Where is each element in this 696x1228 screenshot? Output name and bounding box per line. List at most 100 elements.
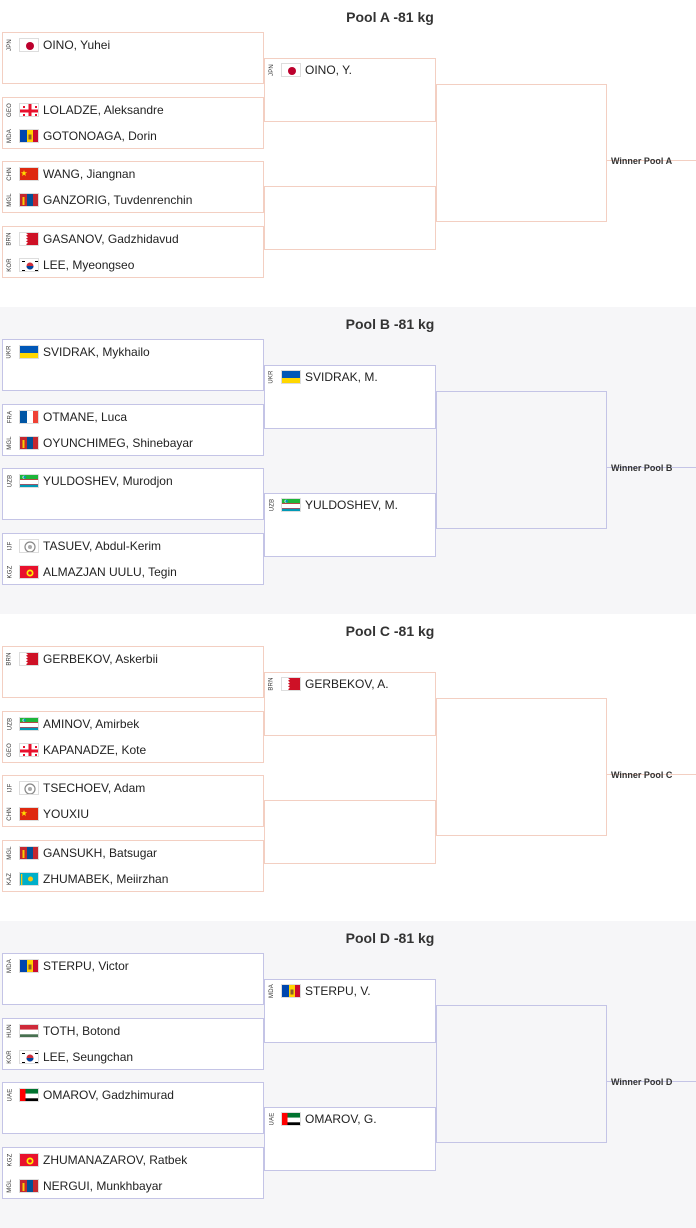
athlete-name[interactable]: SVIDRAK, Mykhailo (43, 345, 150, 359)
athlete-name[interactable]: GASANOV, Gadzhidavud (43, 231, 179, 246)
round2-match[interactable] (264, 800, 436, 864)
athlete-name[interactable]: TASUEV, Abdul-Kerim (43, 538, 162, 553)
athlete-name[interactable]: OINO, Y. (305, 63, 352, 77)
kgz-flag-icon (19, 564, 39, 579)
mda-flag-icon (19, 128, 39, 143)
country-code: KGZ (7, 1153, 13, 1166)
athlete-name[interactable]: TOTH, Botond (43, 1023, 121, 1038)
athlete-name[interactable]: ZHUMABEK, Meiirzhan (43, 871, 169, 886)
round2-match[interactable]: JPN OINO, Y. (264, 58, 436, 122)
athlete-name[interactable]: GANZORIG, Tuvdenrenchin (43, 193, 193, 207)
athlete-name[interactable]: KAPANADZE, Kote (43, 742, 147, 757)
athlete-name[interactable]: AMINOV, Amirbek (43, 716, 140, 731)
athlete-name[interactable]: OYUNCHIMEG, Shinebayar (43, 435, 194, 450)
athlete-name[interactable]: SVIDRAK, M. (305, 370, 378, 384)
country-code: JPN (269, 64, 275, 76)
athlete-name[interactable]: GERBEKOV, A. (305, 677, 389, 691)
athlete-name[interactable]: NERGUI, Munkhbayar (43, 1178, 163, 1193)
uzb-flag-icon (19, 716, 39, 731)
athlete-name[interactable]: OTMANE, Luca (43, 409, 128, 424)
athlete-slot-bottom[interactable]: GEO KAPANADZE, Kote (3, 741, 146, 759)
athlete-name[interactable]: TSECHOEV, Adam (43, 781, 146, 795)
round2-winner-slot[interactable]: MDA STERPU, V. (265, 982, 371, 1000)
athlete-name[interactable]: LEE, Myeongseo (43, 257, 135, 272)
athlete-name[interactable]: YULDOSHEV, Murodjon (43, 474, 173, 488)
athlete-name[interactable]: YULDOSHEV, M. (305, 498, 398, 512)
athlete-name[interactable]: OMAROV, Gadzhimurad (43, 1088, 174, 1102)
round2-match[interactable]: MDA STERPU, V. (264, 979, 436, 1043)
athlete-name[interactable]: ALMAZJAN UULU, Tegin (43, 564, 177, 579)
chn-flag-icon (19, 807, 39, 821)
round2-winner-slot[interactable]: JPN OINO, Y. (265, 61, 352, 79)
country-code: GEO (7, 742, 13, 757)
athlete-name[interactable]: OMAROV, G. (305, 1112, 377, 1126)
country-code: MDA (269, 984, 275, 998)
country-code: MDA (7, 128, 13, 143)
athlete-name[interactable]: LEE, Seungchan (43, 1049, 134, 1064)
athlete-name[interactable]: GERBEKOV, Askerbii (43, 652, 158, 666)
athlete-name[interactable]: GOTONOAGA, Dorin (43, 128, 157, 143)
round2-match[interactable]: UAE OMAROV, G. (264, 1107, 436, 1171)
athlete-name[interactable]: STERPU, Victor (43, 959, 129, 973)
athlete-name[interactable]: YOUXIU (43, 807, 90, 821)
athlete-slot-top[interactable]: KGZ ZHUMANAZAROV, Ratbek (3, 1151, 187, 1169)
round2-winner-slot[interactable]: UAE OMAROV, G. (265, 1110, 377, 1128)
athlete-name[interactable]: GANSUKH, Batsugar (43, 845, 158, 860)
country-code: UAE (269, 1112, 275, 1126)
athlete-name[interactable]: OINO, Yuhei (43, 38, 111, 52)
athlete-name[interactable]: ZHUMANAZAROV, Ratbek (43, 1152, 188, 1167)
athlete-name[interactable]: STERPU, V. (305, 984, 371, 998)
athlete-name[interactable]: LOLADZE, Aleksandre (43, 102, 164, 117)
chn-flag-icon (19, 167, 39, 181)
bracket-line (607, 1081, 696, 1082)
athlete-slot-bottom[interactable]: MDA GOTONOAGA, Dorin (3, 127, 157, 145)
athlete-name[interactable]: WANG, Jiangnan (43, 167, 136, 181)
round2-match[interactable] (264, 186, 436, 250)
